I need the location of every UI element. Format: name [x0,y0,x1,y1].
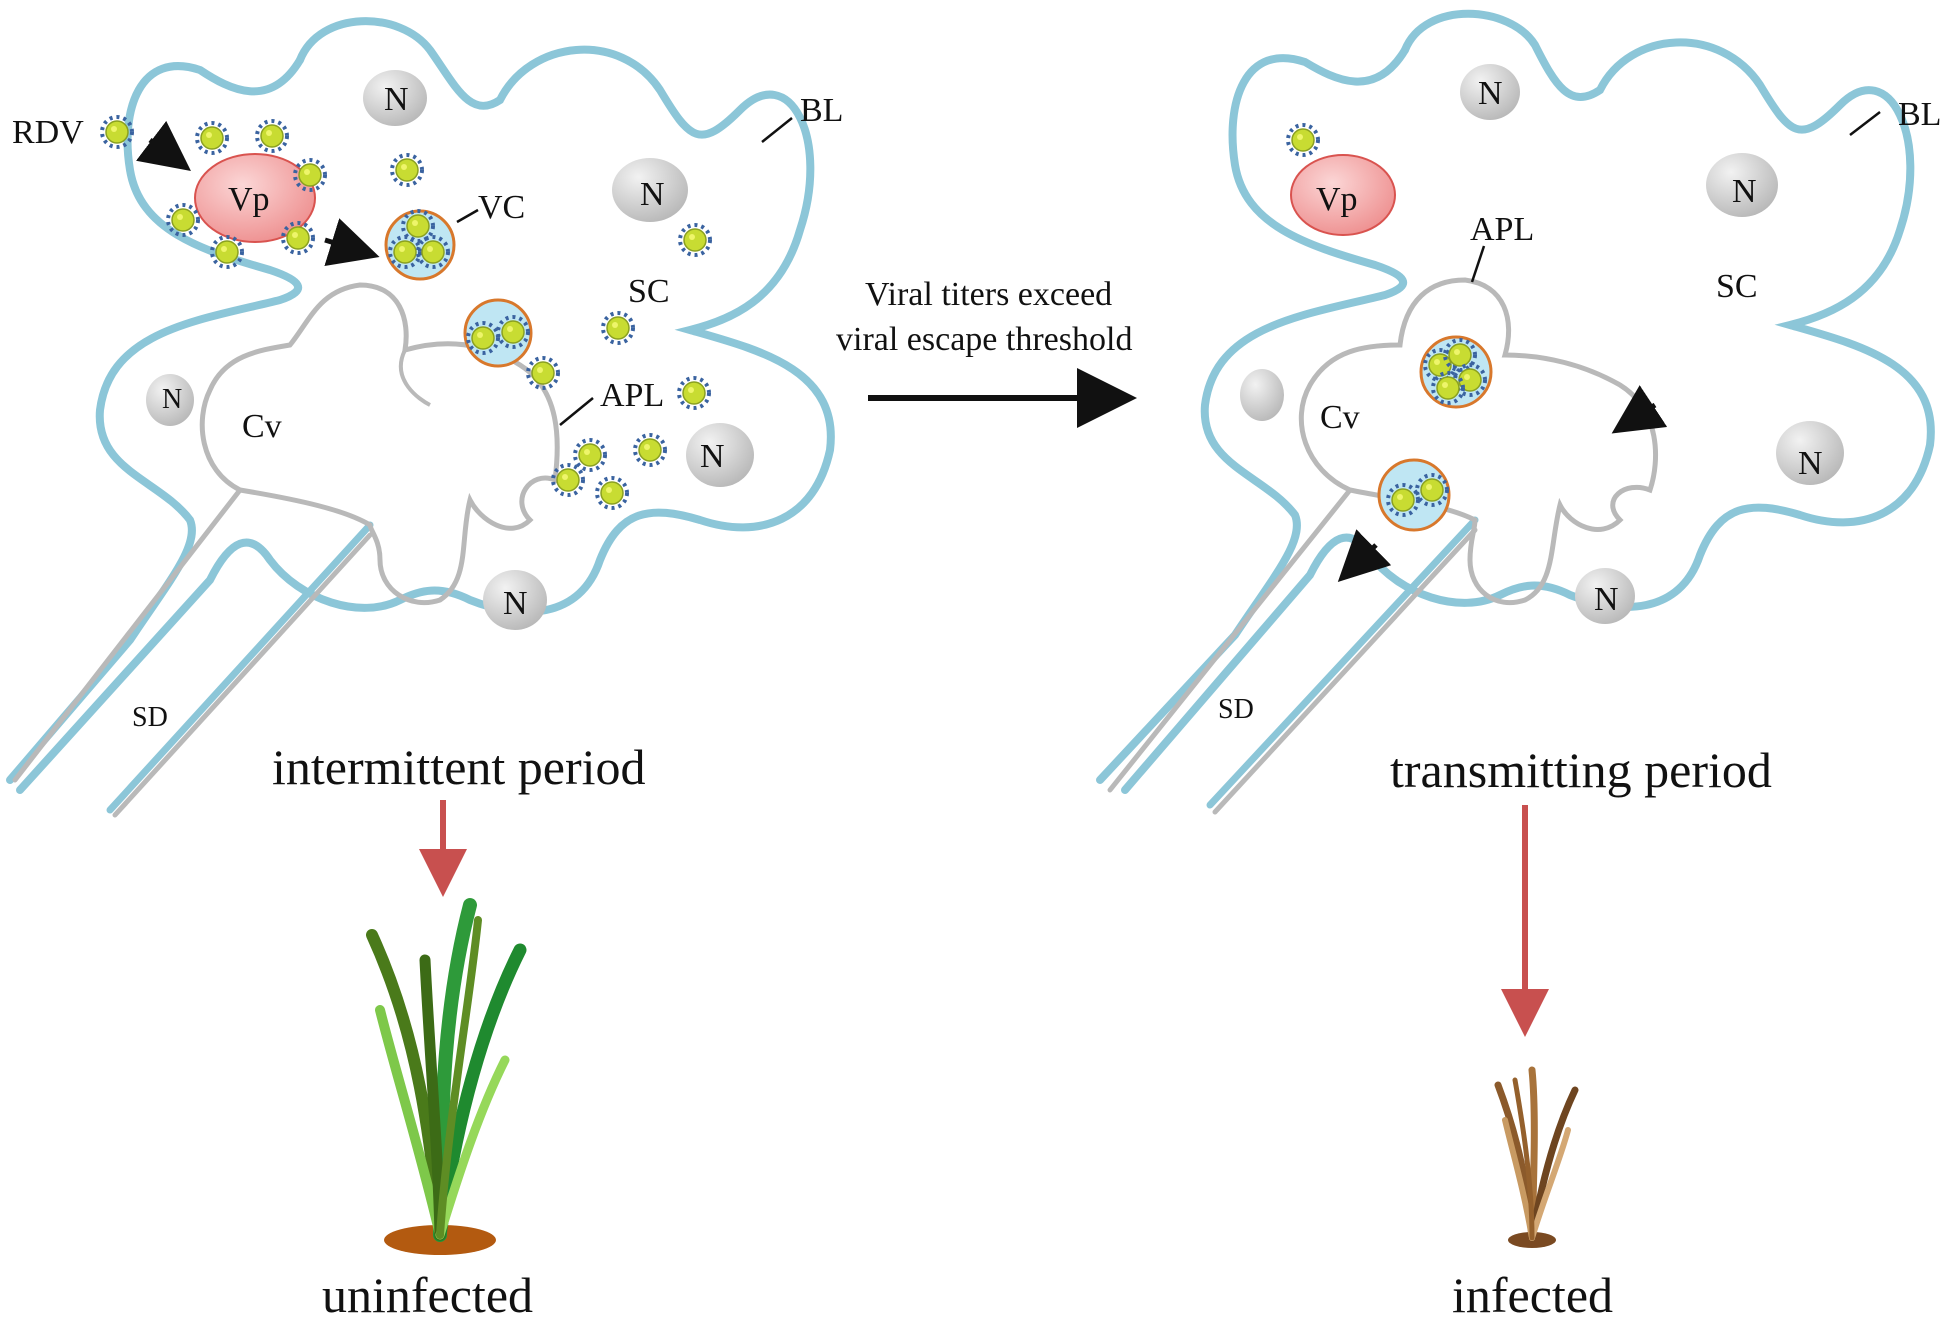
rdv-label: RDV [12,114,84,151]
bl-leader [761,117,793,143]
intermittent-period-title: intermittent period [272,739,646,795]
vp-label: Vp [228,181,270,218]
sd-label: SD [1218,694,1254,725]
nucleus-label: N [1478,75,1503,112]
left-apical-lumen [199,282,560,606]
nucleus [612,158,688,222]
virus-particle [390,153,424,187]
sc-label: SC [628,273,670,310]
apl-leader [559,397,594,426]
virus-particle [1286,123,1320,157]
bl-leader [1849,111,1881,136]
viroplasm [194,153,316,243]
lumen-release-arrow [1611,385,1668,434]
sc-label: SC [1716,268,1758,305]
nucleus-label: N [640,176,665,213]
virus-particle [166,203,200,237]
left-basal-lamina-top [6,56,304,784]
virus-particle [601,311,635,345]
nucleus [363,70,427,126]
virus-particle [293,158,327,192]
nucleus [483,570,547,630]
virus-particle [677,376,711,410]
right-basal-lamina [1121,9,1935,794]
nucleus-label: N [162,384,182,415]
nucleus-label: N [1732,173,1757,210]
cv-label: Cv [242,408,282,445]
virus-particle [195,121,229,155]
viroplasm [1290,154,1396,236]
transmitting-period-title: transmitting period [1390,742,1772,798]
nucleus [1776,421,1844,485]
virus-particle [551,463,585,497]
left-duct-gray-2 [112,532,373,818]
right-apical-lumen [1298,277,1659,606]
virus-particle [573,438,607,472]
nucleus [1460,64,1520,120]
left-basal-lamina [16,17,835,794]
vc-leader [456,208,479,224]
nucleus-label: N [1798,445,1823,482]
right-duct-gray-1 [1107,487,1353,793]
uninfected-label: uninfected [322,1267,533,1321]
rdv-entry-arrow [136,120,191,172]
virus-particle [595,476,629,510]
vesicle-formation-arrow [324,218,380,266]
virus-particle [526,356,560,390]
nucleus [1706,153,1778,217]
left-salivary-gland: N N N N N Vp [6,17,843,818]
vc-label: VC [478,189,525,226]
apl-leader [1470,245,1486,283]
transition-text-line2: viral escape threshold [836,321,1132,358]
vp-label: Vp [1316,181,1358,218]
left-lumen-notch [398,349,431,407]
nucleus [1575,568,1635,624]
right-duct-gray-2 [1212,527,1478,815]
diseased-rice-plant [1494,1066,1579,1248]
duct-release-arrow [1337,529,1392,582]
apl-label: APL [1470,211,1534,248]
nucleus [686,423,754,487]
left-duct-gray-1 [12,487,243,783]
transition-text-line1: Viral titers exceed [865,276,1112,313]
left-duct-outer [106,521,374,814]
virus-particle [678,223,712,257]
nucleus-label: N [384,81,409,118]
nucleus [1240,369,1284,421]
virus-particle [255,119,289,153]
nucleus-label: N [1594,581,1619,618]
bl-label: BL [800,92,843,129]
healthy-rice-plant [366,898,527,1255]
right-basal-lamina-top [1096,46,1409,784]
apl-label: APL [600,377,664,414]
right-duct-outer [1206,516,1479,809]
right-salivary-gland: N N N N Vp BL SC APL Cv SD transmitting … [1096,9,1941,815]
nucleus-label: N [503,585,528,622]
bl-label: BL [1898,96,1941,133]
infected-label: infected [1452,1267,1613,1321]
virus-particle [633,433,667,467]
nucleus [146,374,194,426]
nucleus-label: N [700,438,725,475]
sd-label: SD [132,702,168,733]
cv-label: Cv [1320,399,1360,436]
virus-particle [281,221,315,255]
